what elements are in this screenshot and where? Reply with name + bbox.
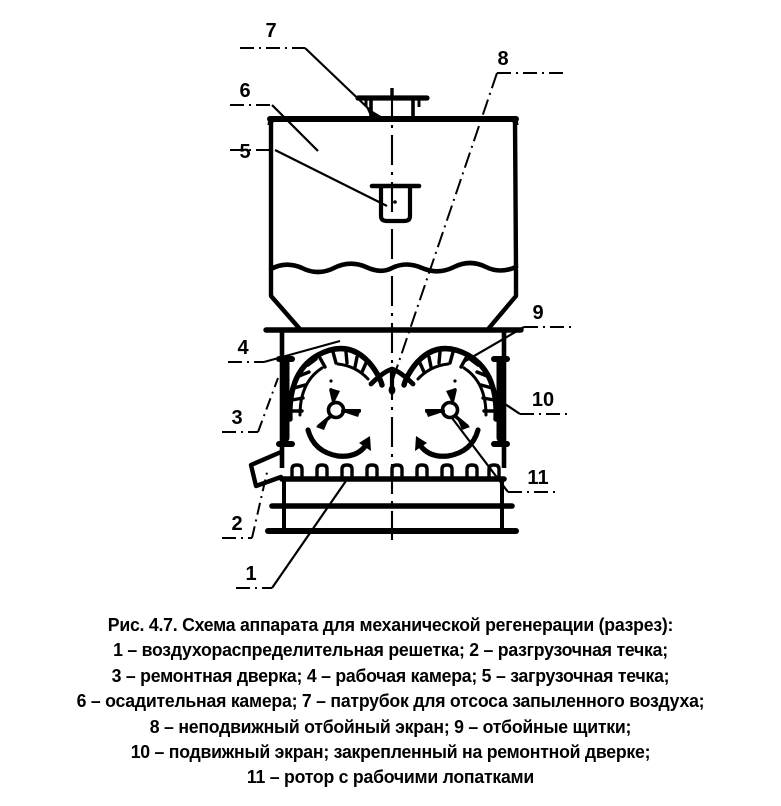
leader-line-11: [451, 417, 556, 493]
leader-line-2: [222, 467, 269, 539]
rotor-right-with-blades: [425, 388, 470, 430]
air-distribution-grate: [279, 463, 507, 482]
repair-door-left-panel[interactable]: [276, 356, 295, 447]
callout-number-10: 10: [532, 389, 554, 411]
leader-line-8: [391, 72, 565, 383]
caption-line-1: 1 – воздухораспределительная решетка; 2 …: [113, 639, 668, 661]
loading-chute-box: [369, 183, 422, 224]
caption-line-4: 8 – неподвижный отбойный экран; 9 – отбо…: [149, 715, 632, 737]
callout-number-6: 6: [239, 80, 250, 102]
movable-screen-right-panel[interactable]: [491, 356, 510, 447]
leader-line-10: [495, 397, 570, 415]
callout-number-4: 4: [237, 337, 249, 359]
callout-number-5: 5: [239, 141, 250, 163]
caption-line-3: 6 – осадительная камера; 7 – патрубок дл…: [76, 690, 705, 712]
discharge-chute: [248, 449, 284, 489]
callout-number-2: 2: [231, 513, 242, 535]
leader-line-7: [240, 47, 381, 118]
circulation-arrow-left: [305, 427, 371, 459]
leader-line-1: [236, 477, 349, 589]
fixed-baffle-center: [368, 366, 416, 395]
break-line-wavy: [268, 260, 519, 275]
leader-line-9: [461, 326, 572, 364]
air-plenum-box: [265, 480, 519, 534]
callout-number-9: 9: [532, 302, 543, 324]
leader-line-4: [228, 339, 341, 364]
callout-number-8: 8: [497, 48, 508, 70]
diagram-area: 7 8 6 5 4 9 10 3 2 11 1: [222, 20, 572, 589]
figure-caption: Рис. 4.7. Схема аппарата для механическо…: [18, 612, 764, 790]
caption-line-5: 10 – подвижный экран; закрепленный на ре…: [130, 741, 651, 763]
leader-line-6: [230, 104, 319, 152]
caption-line-2: 3 – ремонтная дверка; 4 – рабочая камера…: [111, 664, 670, 686]
leader-line-5: [230, 149, 388, 207]
grate-nozzles: [290, 463, 501, 478]
circulation-arrow-right: [415, 427, 481, 459]
leader-line-3: [222, 377, 279, 433]
caption-line-0: Рис. 4.7. Схема аппарата для механическо…: [107, 614, 674, 635]
settling-chamber-taper: [268, 267, 519, 331]
rotor-left-with-blades: [316, 388, 361, 430]
deflector-shield-right: [401, 345, 499, 422]
callout-number-1: 1: [245, 563, 256, 585]
callout-number-3: 3: [231, 407, 242, 429]
apparatus-cross-section-drawing: 7 8 6 5 4 9 10 3 2 11 1: [222, 20, 572, 589]
callout-number-7: 7: [265, 20, 276, 42]
settling-chamber-body: [267, 116, 519, 271]
caption-line-6: 11 – ротор с рабочими лопатками: [246, 766, 535, 788]
callout-number-11: 11: [527, 467, 548, 489]
